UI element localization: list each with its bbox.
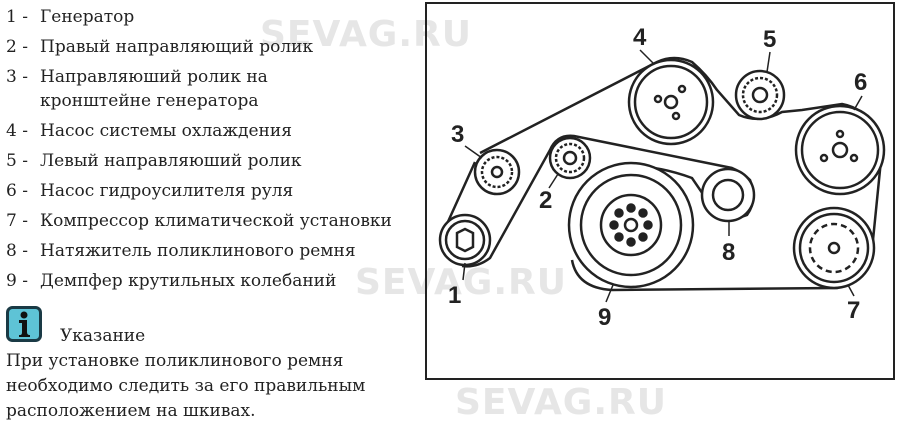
label-7: 7 bbox=[847, 297, 860, 324]
belt-diagram: 1 2 3 4 5 6 7 8 9 bbox=[425, 2, 895, 380]
legend-text: Правый направляющий ролик bbox=[40, 37, 314, 57]
note-header: Указание bbox=[6, 306, 145, 346]
label-6: 6 bbox=[854, 69, 867, 96]
parts-legend: 1 - Генератор 2 - Правый направляющий роли… bbox=[6, 2, 392, 296]
legend-text: Демпфер крутильных колебаний bbox=[40, 271, 337, 291]
info-icon bbox=[6, 306, 42, 342]
pulley-3 bbox=[473, 148, 521, 196]
legend-item: 7 - Компрессор климатической установки bbox=[6, 206, 392, 236]
note-title: Указание bbox=[60, 326, 146, 346]
legend-item: 3 - Направляюший ролик на кронштейне гене… bbox=[6, 62, 392, 116]
legend-text: Насос гидроусилителя руля bbox=[40, 181, 294, 201]
note-line: расположением на шкивах. bbox=[6, 401, 256, 421]
watermark: SEVAG.RU bbox=[260, 14, 472, 55]
legend-number: 7 - bbox=[6, 211, 28, 231]
legend-text: Левый направляюший ролик bbox=[40, 151, 302, 171]
legend-item: 5 - Левый направляюший ролик bbox=[6, 146, 392, 176]
legend-item: 1 - Генератор bbox=[6, 2, 392, 32]
legend-text: Компрессор климатической установки bbox=[40, 211, 392, 231]
legend-text: Натяжитель поликлинового ремня bbox=[40, 241, 356, 261]
legend-text: Направляюший ролик на кронштейне генерат… bbox=[40, 67, 268, 111]
label-1: 1 bbox=[448, 282, 461, 309]
label-9: 9 bbox=[598, 304, 611, 331]
label-3: 3 bbox=[451, 121, 464, 148]
belt-diagram-drawing: 1 2 3 4 5 6 7 8 9 bbox=[438, 24, 886, 331]
legend-number: 3 - bbox=[6, 67, 28, 87]
legend-item: 2 - Правый направляющий ролик bbox=[6, 32, 392, 62]
pulley-6 bbox=[794, 104, 886, 196]
legend-item: 9 - Демпфер крутильных колебаний bbox=[6, 266, 392, 296]
label-5: 5 bbox=[763, 26, 776, 53]
pulley-5 bbox=[734, 69, 786, 121]
watermark: SEVAG.RU bbox=[455, 382, 667, 423]
label-2: 2 bbox=[539, 187, 552, 214]
watermark: SEVAG.RU bbox=[355, 262, 567, 303]
pulley-2 bbox=[548, 136, 592, 180]
pulley-1 bbox=[438, 213, 492, 267]
diagram-labels: 1 2 3 4 5 6 7 8 9 bbox=[448, 24, 867, 331]
legend-item: 4 - Насос системы охлаждения bbox=[6, 116, 392, 146]
legend-number: 4 - bbox=[6, 121, 28, 141]
legend-number: 9 - bbox=[6, 271, 28, 291]
legend-item: 8 - Натяжитель поликлинового ремня bbox=[6, 236, 392, 266]
label-8: 8 bbox=[722, 239, 735, 266]
legend-text: Насос системы охлаждения bbox=[40, 121, 292, 141]
pulley-8 bbox=[700, 167, 756, 223]
note-text: При установке поликлинового ремня необхо… bbox=[6, 349, 365, 424]
pulley-9 bbox=[567, 161, 695, 289]
note-line: необходимо следить за его правильным bbox=[6, 376, 366, 396]
pulley-7 bbox=[792, 206, 876, 290]
note-line: При установке поликлинового ремня bbox=[6, 351, 344, 371]
pulley-4 bbox=[627, 58, 715, 146]
legend-item: 6 - Насос гидроусилителя руля bbox=[6, 176, 392, 206]
legend-number: 5 - bbox=[6, 151, 28, 171]
legend-text: Генератор bbox=[40, 7, 135, 27]
legend-number: 1 - bbox=[6, 7, 28, 27]
legend-number: 6 - bbox=[6, 181, 28, 201]
label-4: 4 bbox=[633, 24, 647, 51]
legend-number: 8 - bbox=[6, 241, 28, 261]
leader-lines bbox=[462, 49, 863, 303]
legend-number: 2 - bbox=[6, 37, 28, 57]
